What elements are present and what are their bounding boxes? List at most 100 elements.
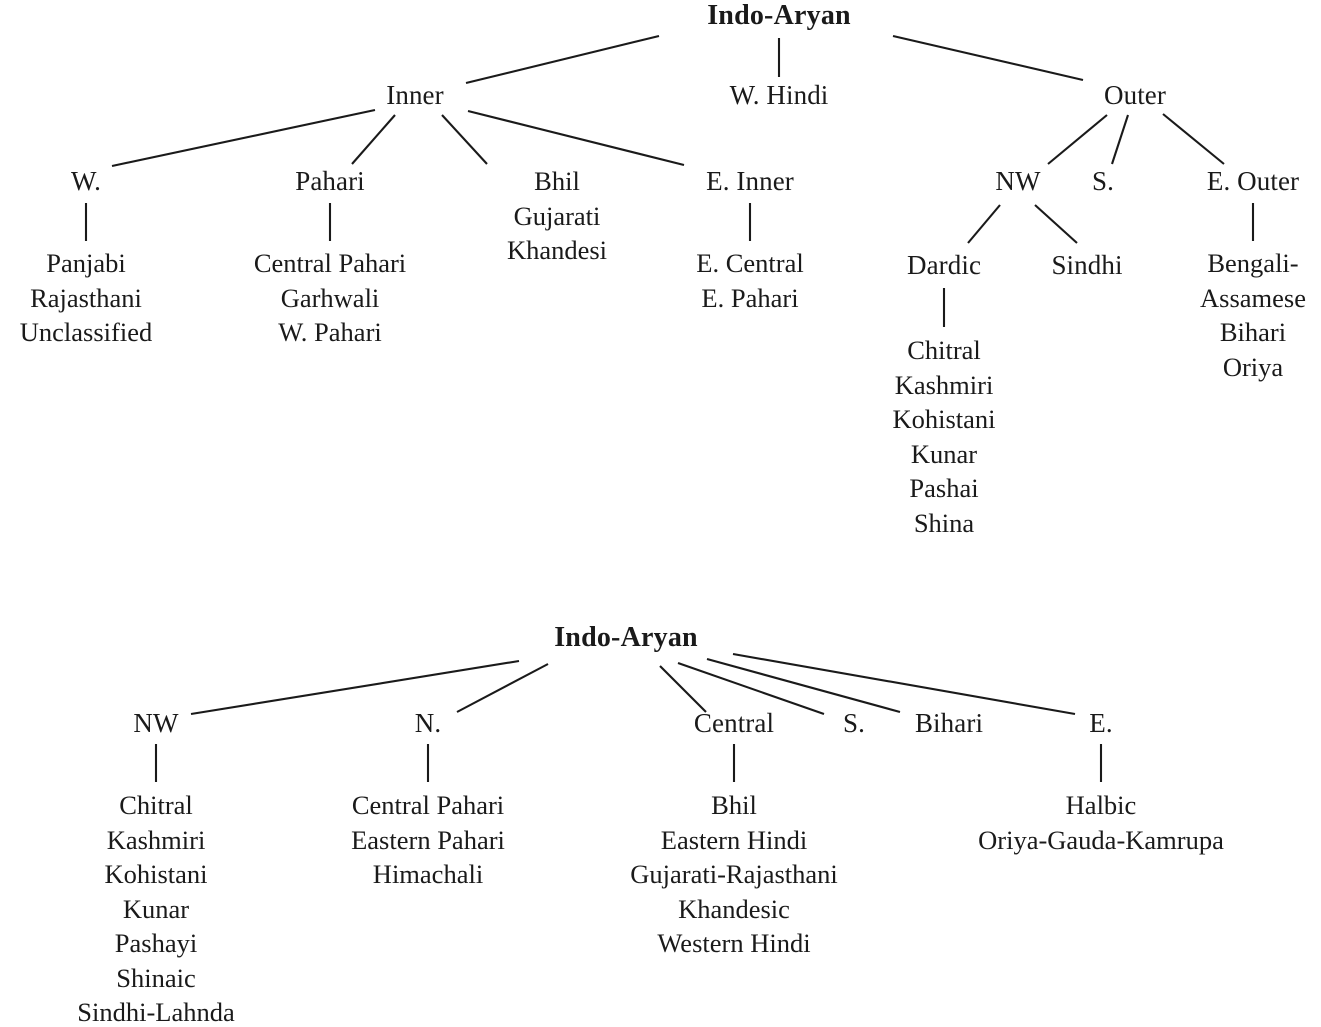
list-item: Western Hindi bbox=[657, 928, 811, 958]
tree1-e-inner-label: E. Inner bbox=[706, 166, 794, 196]
edge-root-inner bbox=[465, 34, 660, 85]
edge-outer-nw bbox=[1047, 114, 1108, 165]
tree2-e-label: E. bbox=[1089, 708, 1113, 738]
edge-root-outer bbox=[892, 34, 1084, 82]
list-item: Sindhi-Lahnda bbox=[77, 997, 235, 1027]
tree1-pahari-label: Pahari bbox=[295, 166, 365, 196]
tree2-root-node: Indo-Aryan bbox=[554, 624, 698, 652]
list-item: Kohistani bbox=[104, 859, 208, 889]
list-item: Panjabi bbox=[46, 248, 126, 278]
tree2-node-central: Central bbox=[694, 710, 774, 737]
list-item: Bengali- bbox=[1207, 248, 1299, 278]
tree1-node-e-outer: E. Outer bbox=[1207, 168, 1299, 195]
list-item: Eastern Pahari bbox=[351, 824, 505, 855]
edge-nw-sindhi bbox=[1034, 204, 1078, 244]
list-item: Kashmiri bbox=[106, 824, 206, 855]
list-item: Khandesic bbox=[678, 893, 790, 924]
edge-t2root-e bbox=[732, 652, 1076, 716]
edge-inner-pahari bbox=[351, 114, 396, 165]
list-item: Shinaic bbox=[116, 962, 196, 993]
list-item: E. Central bbox=[696, 248, 804, 278]
tree2-leafgroup-nw: Chitral Kashmiri Kohistani Kunar Pashayi… bbox=[77, 792, 235, 1026]
tree1-node-w-hindi: W. Hindi bbox=[730, 82, 829, 109]
list-item: Oriya-Gauda-Kamrupa bbox=[978, 824, 1224, 855]
list-item: Chitral bbox=[119, 790, 193, 820]
tree2-root-label: Indo-Aryan bbox=[554, 622, 698, 653]
list-item: Pashayi bbox=[114, 928, 198, 958]
tree1-e-outer-label: E. Outer bbox=[1206, 166, 1300, 196]
list-item: E. Pahari bbox=[701, 282, 799, 313]
tree2-node-n: N. bbox=[415, 710, 441, 737]
tree1-leafgroup-e-outer: Bengali- Assamese Bihari Oriya bbox=[1200, 250, 1306, 380]
list-item: Kunar bbox=[910, 438, 978, 469]
tree1-node-w: W. bbox=[71, 168, 101, 195]
tree1-root-node: Indo-Aryan bbox=[707, 2, 851, 30]
list-item: Unclassified bbox=[19, 317, 153, 347]
list-item: Gujarati-Rajasthani bbox=[630, 859, 838, 889]
list-item: Chitral bbox=[907, 335, 981, 365]
tree1-w-label: W. bbox=[71, 166, 101, 196]
tree2-node-s: S. bbox=[843, 710, 865, 737]
list-item: Gujarati bbox=[513, 200, 601, 231]
tree2-node-bihari: Bihari bbox=[915, 710, 983, 737]
edge-nw-dardic bbox=[967, 204, 1001, 244]
list-item: Rajasthani bbox=[30, 282, 142, 313]
list-item: Garhwali bbox=[280, 282, 380, 313]
tree2-node-nw: NW bbox=[133, 710, 178, 737]
list-item: Assamese bbox=[1200, 282, 1306, 313]
list-item: Halbic bbox=[1065, 790, 1137, 820]
tree1-leafgroup-w: Panjabi Rajasthani Unclassified bbox=[20, 250, 152, 346]
list-item: Central Pahari bbox=[253, 248, 407, 278]
tree1-node-sindhi: Sindhi bbox=[1051, 252, 1122, 279]
tree1-sindhi-label: Sindhi bbox=[1051, 250, 1123, 280]
edge-outer-eouter bbox=[1162, 113, 1225, 165]
edge-inner-bhil bbox=[441, 114, 488, 165]
tree1-node-dardic: Dardic bbox=[907, 252, 981, 279]
edge-t2root-nw bbox=[190, 659, 520, 716]
tree1-inner-label: Inner bbox=[386, 80, 444, 110]
list-item: Eastern Hindi bbox=[660, 824, 808, 855]
tree1-node-pahari: Pahari bbox=[295, 168, 365, 195]
tree2-node-e: E. bbox=[1089, 710, 1112, 737]
list-item: Bhil bbox=[534, 166, 580, 196]
list-item: W. Pahari bbox=[278, 317, 382, 347]
tree2-leafgroup-central: Bhil Eastern Hindi Gujarati-Rajasthani K… bbox=[630, 792, 838, 957]
list-item: Kohistani bbox=[892, 404, 996, 434]
tree2-nw-label: NW bbox=[133, 708, 179, 738]
edge-t2root-central bbox=[659, 665, 707, 713]
tree1-leafgroup-bhil: Bhil Gujarati Khandesi bbox=[507, 168, 607, 264]
tree1-node-e-inner: E. Inner bbox=[706, 168, 794, 195]
list-item: Bhil bbox=[711, 790, 757, 820]
list-item: Bihari bbox=[1219, 317, 1287, 347]
list-item: Kashmiri bbox=[894, 369, 994, 400]
tree2-bihari-label: Bihari bbox=[914, 708, 984, 738]
tree2-leafgroup-e: Halbic Oriya-Gauda-Kamrupa bbox=[978, 792, 1224, 853]
edge-inner-w bbox=[111, 108, 376, 168]
edge-t2root-s bbox=[677, 662, 825, 715]
tree1-outer-label: Outer bbox=[1104, 80, 1166, 110]
tree2-s-label: S. bbox=[843, 708, 865, 738]
tree2-leafgroup-n: Central Pahari Eastern Pahari Himachali bbox=[351, 792, 505, 888]
tree2-central-label: Central bbox=[693, 708, 775, 738]
tree1-node-outer: Outer bbox=[1104, 82, 1166, 109]
tree1-dardic-label: Dardic bbox=[906, 250, 982, 280]
list-item: Shina bbox=[913, 507, 975, 538]
list-item: Khandesi bbox=[506, 235, 608, 265]
edge-inner-einner bbox=[467, 109, 685, 167]
list-item: Central Pahari bbox=[351, 790, 505, 820]
tree1-w-hindi-label: W. Hindi bbox=[729, 80, 829, 110]
tree1-node-inner: Inner bbox=[386, 82, 443, 109]
tree1-node-nw: NW bbox=[995, 168, 1040, 195]
tree1-leafgroup-dardic: Chitral Kashmiri Kohistani Kunar Pashai … bbox=[892, 337, 995, 536]
list-item: Kunar bbox=[122, 893, 190, 924]
tree2-n-label: N. bbox=[414, 708, 442, 738]
tree1-root-label: Indo-Aryan bbox=[707, 0, 851, 31]
tree1-leafgroup-pahari: Central Pahari Garhwali W. Pahari bbox=[254, 250, 406, 346]
tree1-s-label: S. bbox=[1092, 166, 1114, 196]
tree1-leafgroup-e-inner: E. Central E. Pahari bbox=[696, 250, 803, 311]
list-item: Pashai bbox=[909, 473, 979, 503]
list-item: Oriya bbox=[1222, 351, 1284, 382]
edge-t2root-n bbox=[456, 663, 549, 713]
edge-outer-s bbox=[1111, 114, 1129, 165]
